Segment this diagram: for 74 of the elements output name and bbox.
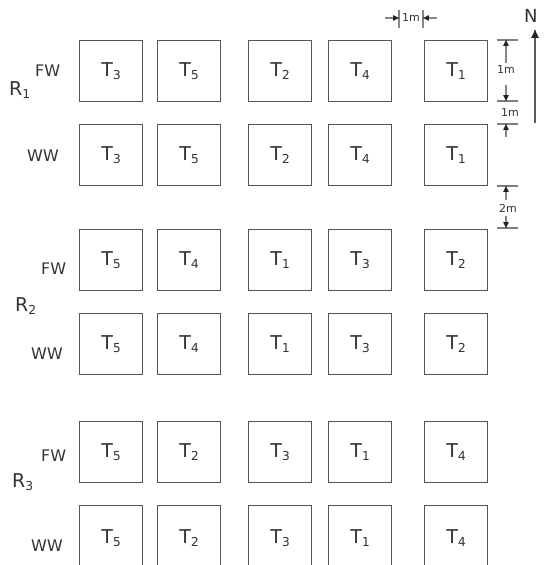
row-label: WW <box>27 148 59 164</box>
treatment-label: T$_{1}$ <box>446 143 466 167</box>
row-label: WW <box>31 346 63 362</box>
treatment-label: T$_{3}$ <box>270 526 290 550</box>
plot-box <box>424 421 488 483</box>
row-label: WW <box>31 538 63 554</box>
treatment-label: T$_{5}$ <box>179 143 199 167</box>
treatment-label: T$_{2}$ <box>179 440 199 464</box>
replicate-label: R$_{1}$ <box>9 80 30 100</box>
plot-box <box>424 229 488 291</box>
plot-box <box>424 505 488 565</box>
plot-box <box>157 40 221 102</box>
treatment-label: T$_{4}$ <box>179 248 199 272</box>
plot-box <box>424 40 488 102</box>
treatment-label: T$_{5}$ <box>101 526 121 550</box>
treatment-label: T$_{3}$ <box>350 332 370 356</box>
plot-box <box>79 229 143 291</box>
plot-box <box>328 124 392 186</box>
plot-box <box>424 313 488 375</box>
treatment-label: T$_{1}$ <box>350 526 370 550</box>
treatment-label: T$_{5}$ <box>101 440 121 464</box>
plot-box <box>248 505 312 565</box>
plot-box <box>157 124 221 186</box>
north-label: N <box>524 8 538 26</box>
plot-box <box>328 40 392 102</box>
plot-box <box>157 421 221 483</box>
treatment-label: T$_{5}$ <box>101 332 121 356</box>
treatment-label: T$_{4}$ <box>350 59 370 83</box>
row-label: FW <box>35 63 60 79</box>
treatment-label: T$_{3}$ <box>350 248 370 272</box>
plot-box <box>248 229 312 291</box>
plot-box <box>248 313 312 375</box>
row-label: FW <box>41 448 66 464</box>
treatment-label: T$_{3}$ <box>101 143 121 167</box>
treatment-label: T$_{2}$ <box>446 332 466 356</box>
treatment-label: T$_{1}$ <box>270 248 290 272</box>
dimension-label: 1m <box>497 64 515 75</box>
treatment-label: T$_{1}$ <box>270 332 290 356</box>
treatment-label: T$_{4}$ <box>350 143 370 167</box>
treatment-label: T$_{4}$ <box>179 332 199 356</box>
treatment-label: T$_{4}$ <box>446 440 466 464</box>
treatment-label: T$_{2}$ <box>179 526 199 550</box>
replicate-label: R$_{3}$ <box>12 472 34 492</box>
row-label: FW <box>41 261 66 277</box>
plot-box <box>79 40 143 102</box>
treatment-label: T$_{2}$ <box>270 59 290 83</box>
treatment-label: T$_{4}$ <box>446 526 466 550</box>
plot-box <box>424 124 488 186</box>
plot-box <box>328 313 392 375</box>
plot-box <box>248 421 312 483</box>
treatment-label: T$_{3}$ <box>101 59 121 83</box>
plot-box <box>328 421 392 483</box>
plot-box <box>79 505 143 565</box>
plot-box <box>248 124 312 186</box>
treatment-label: T$_{2}$ <box>446 248 466 272</box>
plot-box <box>79 313 143 375</box>
plot-box <box>157 229 221 291</box>
dimension-label: 1m <box>402 12 420 23</box>
plot-box <box>328 229 392 291</box>
dimension-label: 2m <box>499 203 517 214</box>
replicate-label: R$_{2}$ <box>15 296 36 316</box>
treatment-label: T$_{5}$ <box>101 248 121 272</box>
treatment-label: T$_{5}$ <box>179 59 199 83</box>
treatment-label: T$_{1}$ <box>446 59 466 83</box>
treatment-label: T$_{3}$ <box>270 440 290 464</box>
plot-box <box>328 505 392 565</box>
plot-box <box>157 505 221 565</box>
plot-box <box>248 40 312 102</box>
treatment-label: T$_{2}$ <box>270 143 290 167</box>
plot-box <box>79 421 143 483</box>
treatment-label: T$_{1}$ <box>350 440 370 464</box>
plot-box <box>157 313 221 375</box>
plot-box <box>79 124 143 186</box>
dimension-label: 1m <box>501 107 519 118</box>
